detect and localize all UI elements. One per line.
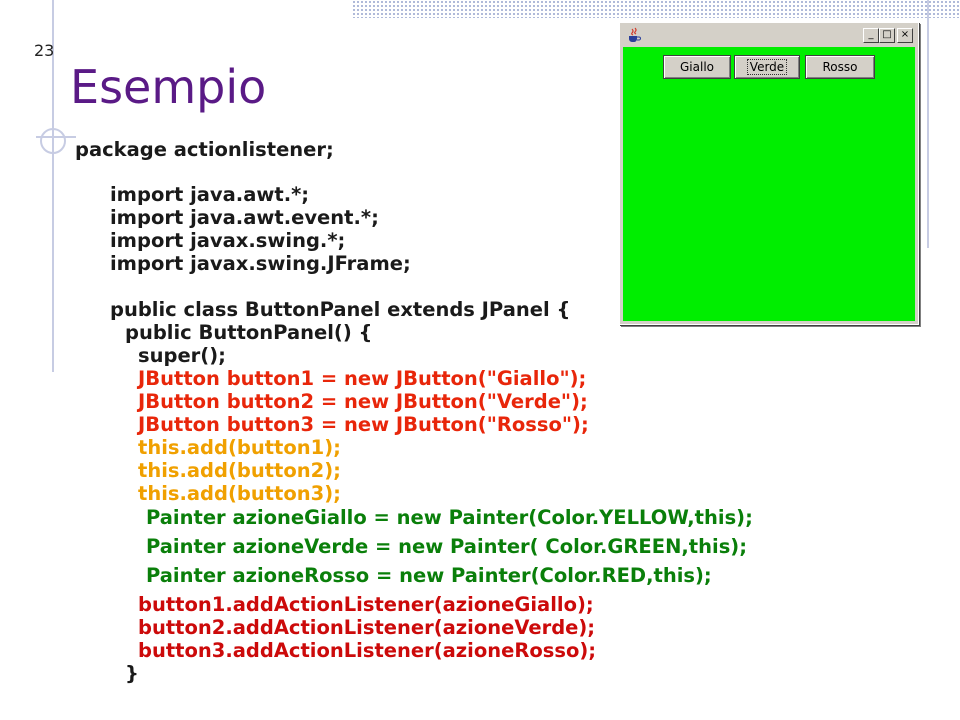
code-line: JButton button3 = new JButton("Rosso"); [138, 413, 589, 436]
code-line: JButton button1 = new JButton("Giallo"); [138, 367, 587, 390]
rosso-button-label: Rosso [822, 60, 858, 74]
maximize-button[interactable]: □ [879, 28, 895, 43]
green-panel: Giallo Verde Rosso [623, 47, 915, 321]
code-line: } [125, 662, 139, 685]
code-line: package actionlistener; [75, 138, 334, 161]
window-titlebar[interactable]: _ □ × [622, 25, 916, 45]
code-line: Painter azioneGiallo = new Painter(Color… [146, 506, 753, 529]
code-line: public ButtonPanel() { [125, 321, 373, 344]
vertical-rule-left [52, 0, 54, 372]
vertical-rule-right [927, 0, 929, 248]
code-line: import javax.swing.*; [110, 229, 346, 252]
giallo-button-label: Giallo [680, 60, 714, 74]
verde-button[interactable]: Verde [734, 55, 800, 79]
slide-number: 23 [34, 41, 55, 60]
code-line: JButton button2 = new JButton("Verde"); [138, 390, 588, 413]
code-line: import java.awt.*; [110, 183, 310, 206]
close-button[interactable]: × [897, 28, 913, 43]
code-line: button2.addActionListener(azioneVerde); [138, 616, 596, 639]
code-line: import java.awt.event.*; [110, 206, 379, 229]
code-block: package actionlistener; import java.awt.… [0, 0, 753, 685]
code-line: Painter azioneVerde = new Painter( Color… [146, 535, 748, 558]
java-cup-icon [629, 27, 641, 42]
code-line: button1.addActionListener(azioneGiallo); [138, 593, 594, 616]
java-window: _ □ × Giallo Verde Rosso [619, 22, 919, 325]
header-dot-band [352, 0, 960, 18]
code-line: Painter azioneRosso = new Painter(Color.… [146, 564, 712, 587]
code-line: super(); [138, 344, 226, 367]
rosso-button[interactable]: Rosso [805, 55, 875, 79]
code-line: this.add(button2); [138, 459, 341, 482]
code-line: this.add(button3); [138, 482, 341, 505]
giallo-button[interactable]: Giallo [663, 55, 731, 79]
code-line: public class ButtonPanel extends JPanel … [110, 298, 571, 321]
minimize-button[interactable]: _ [863, 28, 879, 43]
verde-button-label: Verde [746, 59, 788, 75]
code-line: button3.addActionListener(azioneRosso); [138, 639, 597, 662]
decorative-circle [40, 128, 66, 154]
slide-title: Esempio [70, 60, 267, 114]
code-line: this.add(button1); [138, 436, 341, 459]
code-line: import javax.swing.JFrame; [110, 252, 411, 275]
